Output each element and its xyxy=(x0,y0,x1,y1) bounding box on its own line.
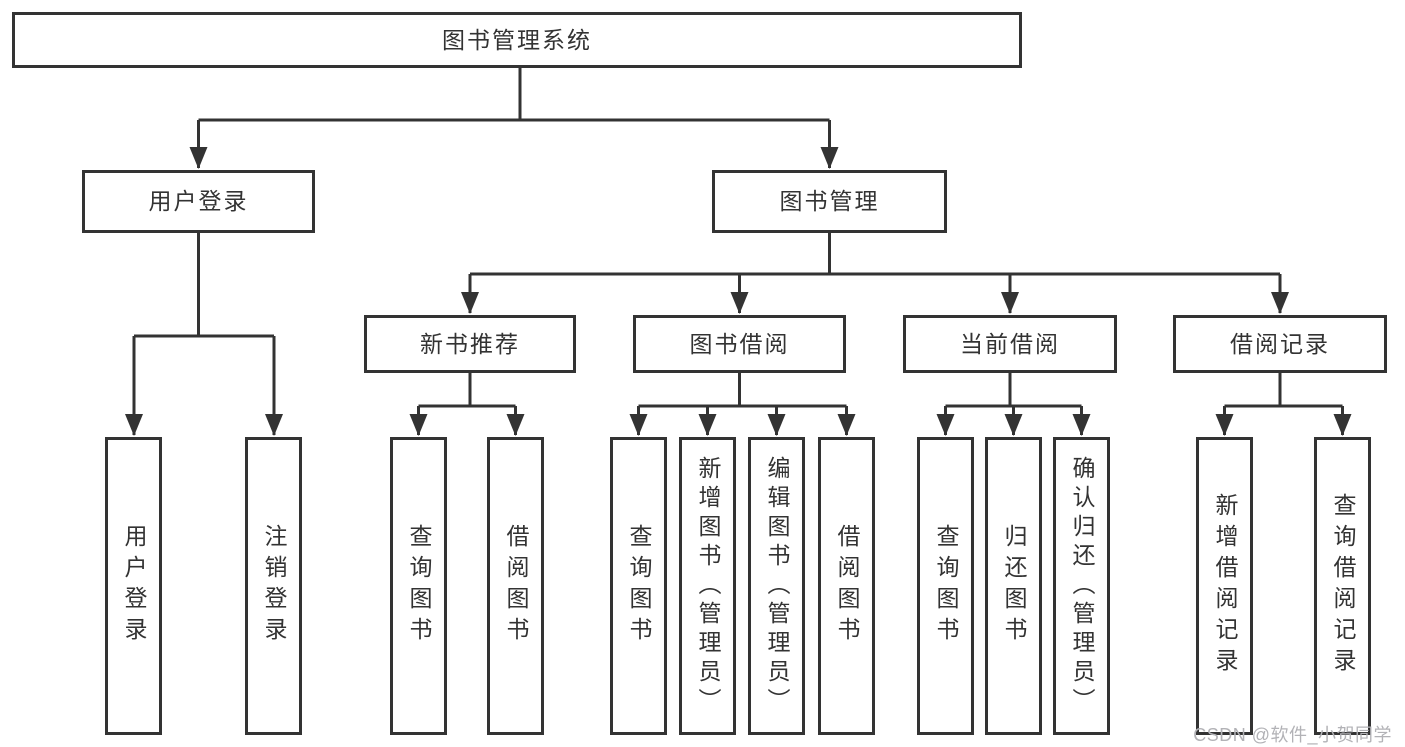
node-book-management: 图书管理 xyxy=(712,170,947,233)
node-borrow-record: 借阅记录 xyxy=(1173,315,1387,373)
leaf-recommend-borrow-books: 借阅图书 xyxy=(487,437,544,735)
node-book-borrow: 图书借阅 xyxy=(633,315,846,373)
node-new-book-recommend: 新书推荐 xyxy=(364,315,576,373)
leaf-borrow-borrow-books-label: 借阅图书 xyxy=(834,524,860,648)
leaf-current-confirm-return-admin: 确认归还（管理员） xyxy=(1053,437,1110,735)
leaf-record-add-borrow-record: 新增借阅记录 xyxy=(1196,437,1253,735)
leaf-current-return-books-label: 归还图书 xyxy=(1001,524,1027,648)
leaf-current-query-books: 查询图书 xyxy=(917,437,974,735)
leaf-current-return-books: 归还图书 xyxy=(985,437,1042,735)
leaf-record-query-borrow-record: 查询借阅记录 xyxy=(1314,437,1371,735)
leaf-borrow-query-books-label: 查询图书 xyxy=(626,524,652,648)
node-borrow-record-label: 借阅记录 xyxy=(1230,330,1330,357)
leaf-borrow-borrow-books: 借阅图书 xyxy=(818,437,875,735)
leaf-current-query-books-label: 查询图书 xyxy=(933,524,959,648)
leaf-record-query-borrow-record-label: 查询借阅记录 xyxy=(1330,493,1356,679)
node-root: 图书管理系统 xyxy=(12,12,1022,68)
leaf-borrow-add-books-admin: 新增图书（管理员） xyxy=(679,437,736,735)
node-current-borrow: 当前借阅 xyxy=(903,315,1117,373)
leaf-user-login: 用户登录 xyxy=(105,437,162,735)
leaf-record-add-borrow-record-label: 新增借阅记录 xyxy=(1212,493,1238,679)
leaf-recommend-borrow-books-label: 借阅图书 xyxy=(503,524,529,648)
node-book-borrow-label: 图书借阅 xyxy=(689,330,790,357)
node-root-label: 图书管理系统 xyxy=(442,26,592,53)
leaf-recommend-query-books: 查询图书 xyxy=(390,437,447,735)
leaf-borrow-query-books: 查询图书 xyxy=(610,437,667,735)
leaf-user-login-label: 用户登录 xyxy=(121,524,147,648)
leaf-borrow-add-books-admin-label: 新增图书（管理员） xyxy=(695,455,721,717)
node-user-login-label: 用户登录 xyxy=(148,188,249,214)
leaf-borrow-edit-books-admin: 编辑图书（管理员） xyxy=(748,437,805,735)
node-current-borrow-label: 当前借阅 xyxy=(960,330,1060,357)
leaf-borrow-edit-books-admin-label: 编辑图书（管理员） xyxy=(764,455,790,717)
node-user-login: 用户登录 xyxy=(82,170,315,233)
leaf-logout-label: 注销登录 xyxy=(261,524,287,648)
leaf-current-confirm-return-admin-label: 确认归还（管理员） xyxy=(1069,455,1095,717)
node-new-book-recommend-label: 新书推荐 xyxy=(420,330,520,357)
node-book-management-label: 图书管理 xyxy=(779,188,880,214)
csdn-watermark: CSDN @软件_小贺同学 xyxy=(1193,725,1392,745)
leaf-recommend-query-books-label: 查询图书 xyxy=(406,524,432,648)
leaf-logout: 注销登录 xyxy=(245,437,302,735)
